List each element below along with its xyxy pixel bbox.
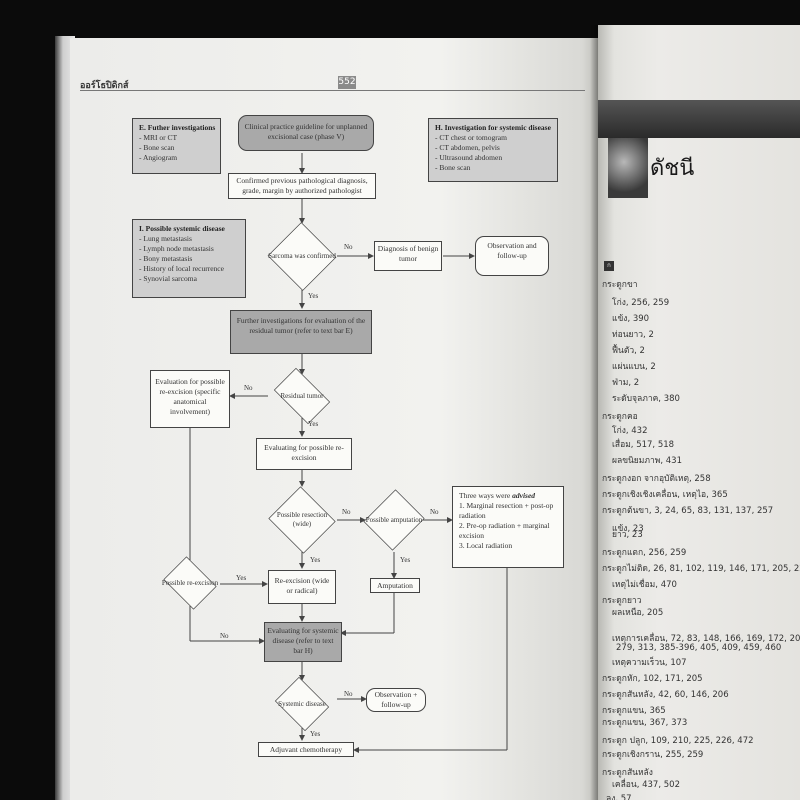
three-ways-item: 1. Marginal resection + post-op radiatio… [459,501,554,520]
index-entry: โก่ง, 432 [612,426,648,436]
index-entry: กระดูกเชิงกราน, 255, 259 [602,750,704,760]
index-entry: ผลเหนือ, 205 [612,608,664,618]
box-i-item: - Synovial sarcoma [139,274,197,283]
header-rule [80,90,585,91]
index-entry: กระดูกแขน, 367, 373 [602,718,688,728]
index-entry: กระดูกขา [602,280,638,290]
amputation-box: Amputation [370,578,420,593]
observation-followup-box: Observation and follow-up [475,236,549,276]
three-ways-item: 3. Local radiation [459,541,513,550]
chapter-band [598,100,800,138]
index-entry: 279, 313, 385-396, 405, 409, 459, 460 [616,643,782,653]
index-entry: กระดูกยาว [602,596,642,606]
index-entry: กระดูกหัก, 102, 171, 205 [602,674,703,684]
chapter-photo [608,138,648,198]
index-entry: ลง, 57 [606,794,632,800]
running-header: ออร์โธปิดิกส์ [80,81,129,91]
box-e-item: - Angiogram [139,153,178,162]
no-label: No [344,243,353,251]
index-entry: เหตุไม่เชื่อม, 470 [612,580,677,590]
yes-label: Yes [400,556,411,564]
index-entry: โก่ง, 256, 259 [612,298,670,308]
index-entry: ผลขนิยมภาพ, 431 [612,456,683,466]
index-entry: ฟ่าม, 2 [612,378,640,388]
box-i-title: I. Possible systemic disease [139,224,225,233]
three-ways-advised-box: Three ways were advised 1. Marginal rese… [452,486,564,568]
yes-label: Yes [308,292,319,300]
index-entry: กระดูกสันหลัง [602,768,653,778]
possible-amputation-diamond: Possible amputation [363,488,425,552]
box-h-item: - Ultrasound abdomen [435,153,503,162]
index-entry: เสื่อม, 517, 518 [612,440,675,450]
box-i-item: - Lymph node metastasis [139,244,214,253]
no-label: No [430,508,439,516]
index-entry: กระดูกงอก จากอุบัติเหตุ, 258 [602,474,711,484]
sarcoma-confirmed-diamond: Sarcoma was confirmed [267,222,337,291]
index-entry: ยาว, 23 [612,530,643,540]
benign-tumor-box: Diagnosis of benign tumor [374,241,442,271]
box-h-item: - Bone scan [435,163,471,172]
index-entry: กระดูก ปลูก, 109, 210, 225, 226, 472 [602,736,754,746]
box-e-further-investigations: E. Futher investigations - MRI or CT - B… [132,118,221,174]
three-ways-item: 2. Pre-op radiation + marginal excision [459,521,550,540]
yes-label: Yes [310,730,321,738]
index-entry: แข้ง, 390 [612,314,650,324]
yes-label: Yes [236,574,247,582]
systemic-disease-diamond: Systemic disease [272,676,332,732]
box-e-item: - MRI or CT [139,133,178,142]
index-title: ดัชนี [650,156,695,181]
index-entry: กระดูกแขน, 365 [602,706,666,716]
adjuvant-chemotherapy-box: Adjuvant chemotherapy [258,742,354,757]
box-e-item: - Bone scan [139,143,175,152]
index-entry: กระดูกต้นขา, 3, 24, 65, 83, 131, 137, 25… [602,506,774,516]
page-number: 552 [338,76,356,89]
no-label: No [244,384,253,392]
right-page-index: ดัชนี ก กระดูกขาโก่ง, 256, 259 แข้ง, 390 ท… [598,25,800,800]
index-entry: กระดูกแตก, 256, 259 [602,548,687,558]
no-label: No [342,508,351,516]
box-i-item: - Lung metastasis [139,234,192,243]
residual-tumor-diamond: Residual tumor [268,367,336,425]
box-i-item: - History of local recurrence [139,264,224,273]
index-section-letter: ก [604,261,614,271]
index-entry: ท่อนยาว, 2 [612,330,654,340]
no-label: No [220,632,229,640]
possible-reexcision-diamond: Possible re-excision [160,556,220,610]
index-entry: ระดับจุลภาค, 380 [612,394,680,404]
index-entry: กระดูกเชิงเชิงเคลื่อน, เหตุไอ, 365 [602,490,728,500]
index-entry: เหตุการเคลื่อน, 72, 83, 148, 166, 169, 1… [612,634,800,644]
possible-resection-diamond: Possible resection (wide) [267,486,337,554]
systemic-evaluation-box: Evaluating for systemic disease (refer t… [264,622,342,662]
box-e-title: E. Futher investigations [139,123,216,132]
index-entry: แข้ง, 23 [612,524,644,534]
box-h-title: H. Investigation for systemic disease [435,123,551,132]
observation-followup-box: Observation + follow-up [366,688,426,712]
box-h-item: - CT chest or tomogram [435,133,507,142]
index-entry: กระดูกไม่ติด, 26, 81, 102, 119, 146, 171… [602,564,800,574]
further-investigations-box: Further investigations for evaluation of… [230,310,372,354]
flowchart-connectors [189,153,508,753]
guideline-title-box: Clinical practice guideline for unplanne… [238,115,374,151]
reexcision-box: Re-excision (wide or radical) [268,570,336,604]
confirmed-diagnosis-box: Confirmed previous pathological diagnosi… [228,173,376,199]
yes-label: Yes [308,420,319,428]
three-ways-title: Three ways were advised [459,491,536,500]
box-h-systemic-investigation: H. Investigation for systemic disease - … [428,118,558,182]
yes-label: Yes [310,556,321,564]
index-entry: เหตุความเร็วน, 107 [612,658,687,668]
index-entry: ฟื้นตัว, 2 [612,346,645,356]
no-label: No [344,690,353,698]
box-i-item: - Bony metastasis [139,254,193,263]
index-entry: เคลื่อน, 437, 502 [612,780,680,790]
index-entry: กระดูกคอ [602,412,638,422]
index-entry: แผ่นแบน, 2 [612,362,656,372]
evaluating-reexcision-box: Evaluating for possible re-excision [256,438,352,470]
left-page: ออร์โธปิดิกส์ 552 [70,38,598,800]
box-i-possible-systemic-disease: I. Possible systemic disease - Lung meta… [132,219,246,298]
evaluation-reexcision-box: Evaluation for possible re-excision (spe… [150,370,230,428]
index-entry: กระดูกสันหลัง, 42, 60, 146, 206 [602,690,729,700]
box-h-item: - CT abdomen, pelvis [435,143,500,152]
